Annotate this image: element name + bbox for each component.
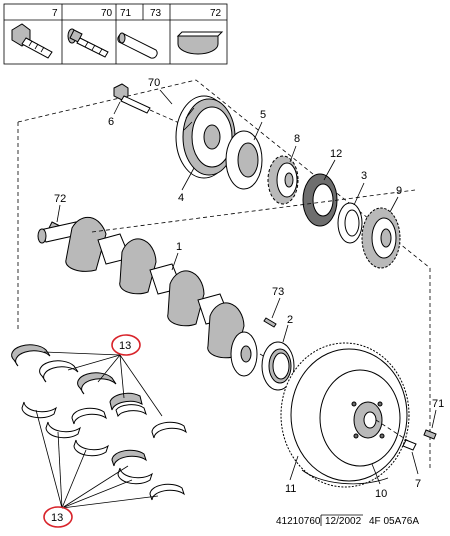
callout-73: 73 bbox=[272, 286, 284, 298]
legend-ref-70: 70 bbox=[101, 8, 113, 19]
legend-ref-73: 73 bbox=[150, 8, 162, 19]
callout-7: 7 bbox=[415, 478, 421, 490]
callout-11: 11 bbox=[285, 483, 296, 495]
timing-flange bbox=[225, 130, 263, 190]
callout-8: 8 bbox=[294, 133, 300, 145]
bearing-shells bbox=[11, 344, 187, 501]
pulley-bolt bbox=[113, 83, 196, 131]
rear-seal bbox=[261, 341, 295, 391]
callout-72: 72 bbox=[54, 193, 66, 205]
legend-ref-72: 72 bbox=[210, 8, 222, 19]
crank-gear bbox=[361, 207, 401, 269]
dowel-pin-icon bbox=[117, 32, 158, 59]
footer-code: 41210760 bbox=[276, 516, 321, 527]
footer-reference: 41210760 12/2002 4F 05A76A bbox=[276, 514, 419, 527]
callout-3: 3 bbox=[361, 170, 367, 182]
flywheel bbox=[280, 342, 410, 488]
front-seal bbox=[302, 173, 338, 227]
callout-1: 1 bbox=[176, 241, 182, 253]
callout-71: 71 bbox=[432, 398, 444, 410]
locating-pin bbox=[263, 317, 277, 328]
flanged-screw-icon bbox=[67, 28, 109, 58]
flywheel-bolt bbox=[375, 419, 437, 451]
crank-pulley bbox=[175, 95, 236, 179]
footer-ref: 4F 05A76A bbox=[369, 516, 419, 527]
callout-5: 5 bbox=[260, 109, 266, 121]
legend-ref-7: 7 bbox=[52, 8, 58, 19]
legend-ref-71: 71 bbox=[120, 8, 132, 19]
spacer-ring bbox=[337, 202, 363, 244]
legend-table: 7 70 71 73 72 bbox=[3, 3, 228, 65]
bolt-icon bbox=[11, 23, 53, 59]
highlight-ring-top bbox=[111, 334, 141, 356]
callout-labels: 70 6 4 5 8 12 3 9 72 1 73 2 13 13 11 10 … bbox=[51, 77, 444, 524]
timing-sprocket bbox=[267, 155, 299, 205]
callout-12: 12 bbox=[330, 148, 342, 160]
footer-date: 12/2002 bbox=[325, 516, 362, 527]
callout-4: 4 bbox=[178, 192, 184, 204]
callout-9: 9 bbox=[396, 185, 402, 197]
crankshaft bbox=[37, 189, 416, 377]
callout-70: 70 bbox=[148, 77, 160, 89]
leader-lines bbox=[35, 89, 437, 509]
callout-13-top: 13 bbox=[119, 340, 131, 352]
callout-2: 2 bbox=[287, 314, 293, 326]
woodruff-key-icon bbox=[176, 31, 224, 55]
callout-6: 6 bbox=[108, 116, 114, 128]
callout-13-bottom: 13 bbox=[51, 512, 63, 524]
highlight-ring-bottom bbox=[43, 506, 73, 528]
callout-10: 10 bbox=[375, 488, 387, 500]
